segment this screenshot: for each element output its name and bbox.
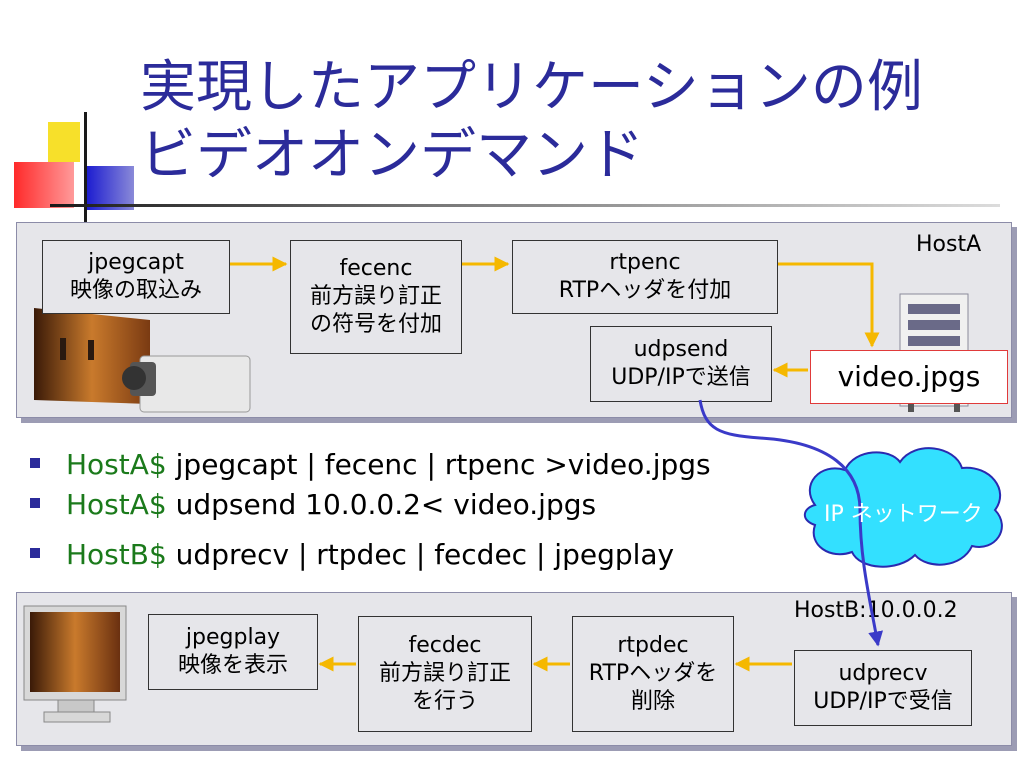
box-rtpenc-title: rtpenc	[609, 250, 681, 275]
box-rtpdec-desc-2: 削除	[630, 689, 675, 714]
box-udprecv: udprecv UDP/IPで受信	[794, 650, 972, 726]
command-2-prompt: HostA$	[66, 488, 167, 521]
box-rtpdec-desc-1: RTPヘッダを	[588, 661, 718, 686]
slide-title-line-1: 実現したアプリケーションの例	[140, 55, 923, 120]
decor-blue-square	[86, 166, 134, 210]
decor-horizontal-line	[50, 204, 1000, 207]
box-fecenc-title: fecenc	[339, 256, 413, 281]
box-udpsend-title: udpsend	[633, 337, 729, 362]
box-udpsend-desc: UDP/IPで送信	[611, 365, 751, 390]
box-fecdec-desc-2: を行う	[411, 689, 478, 714]
command-1-prompt: HostA$	[66, 448, 167, 481]
box-jpegcapt: jpegcapt 映像の取込み	[42, 240, 230, 314]
decor-yellow-square	[48, 122, 80, 162]
box-jpegcapt-desc: 映像の取込み	[69, 278, 202, 303]
box-rtpdec: rtpdec RTPヘッダを 削除	[572, 616, 734, 732]
command-3-body: udprecv | rtpdec | fecdec | jpegplay	[166, 538, 675, 571]
box-fecenc: fecenc 前方誤り訂正 の符号を付加	[290, 240, 462, 354]
command-line-2: HostA$ udpsend 10.0.0.2< video.jpgs	[30, 488, 596, 521]
bullet-icon	[30, 498, 40, 508]
video-file-label: video.jpgs	[837, 360, 981, 393]
box-udprecv-desc: UDP/IPで受信	[813, 689, 953, 714]
arrow-rtpenc-to-file	[778, 262, 880, 348]
host-a-label: HostA	[916, 232, 982, 257]
slide-title-line-2: ビデオオンデマンド	[140, 123, 644, 188]
box-fecdec-desc-1: 前方誤り訂正	[378, 661, 511, 686]
decor-vertical-line	[84, 112, 87, 222]
network-cloud	[803, 447, 1003, 568]
box-fecdec: fecdec 前方誤り訂正 を行う	[358, 616, 532, 732]
bullet-icon	[30, 458, 40, 468]
bullet-icon	[30, 548, 40, 558]
box-jpegplay-title: jpegplay	[185, 625, 281, 650]
box-rtpenc-desc: RTPヘッダを付加	[558, 278, 732, 303]
box-rtpenc: rtpenc RTPヘッダを付加	[512, 240, 778, 314]
box-fecenc-desc-2: の符号を付加	[309, 312, 442, 337]
box-video-file: video.jpgs	[810, 350, 1008, 404]
decor-red-square	[14, 162, 74, 208]
command-3-prompt: HostB$	[66, 538, 167, 571]
box-jpegplay-desc: 映像を表示	[177, 653, 288, 678]
box-jpegcapt-title: jpegcapt	[88, 250, 184, 275]
command-1-body: jpegcapt | fecenc | rtpenc >video.jpgs	[166, 448, 711, 481]
box-fecdec-title: fecdec	[408, 633, 482, 658]
box-udpsend: udpsend UDP/IPで送信	[590, 326, 772, 402]
network-label: IP ネットワーク	[824, 502, 983, 527]
network-path	[698, 399, 884, 647]
command-line-1: HostA$ jpegcapt | fecenc | rtpenc >video…	[30, 448, 711, 481]
box-jpegplay: jpegplay 映像を表示	[148, 614, 318, 690]
host-b-label: HostB:10.0.0.2	[794, 598, 958, 623]
box-fecenc-desc-1: 前方誤り訂正	[309, 284, 442, 309]
box-rtpdec-title: rtpdec	[617, 633, 689, 658]
command-2-body: udpsend 10.0.0.2< video.jpgs	[166, 488, 597, 521]
box-udprecv-title: udprecv	[838, 661, 928, 686]
command-line-3: HostB$ udprecv | rtpdec | fecdec | jpegp…	[30, 538, 674, 571]
